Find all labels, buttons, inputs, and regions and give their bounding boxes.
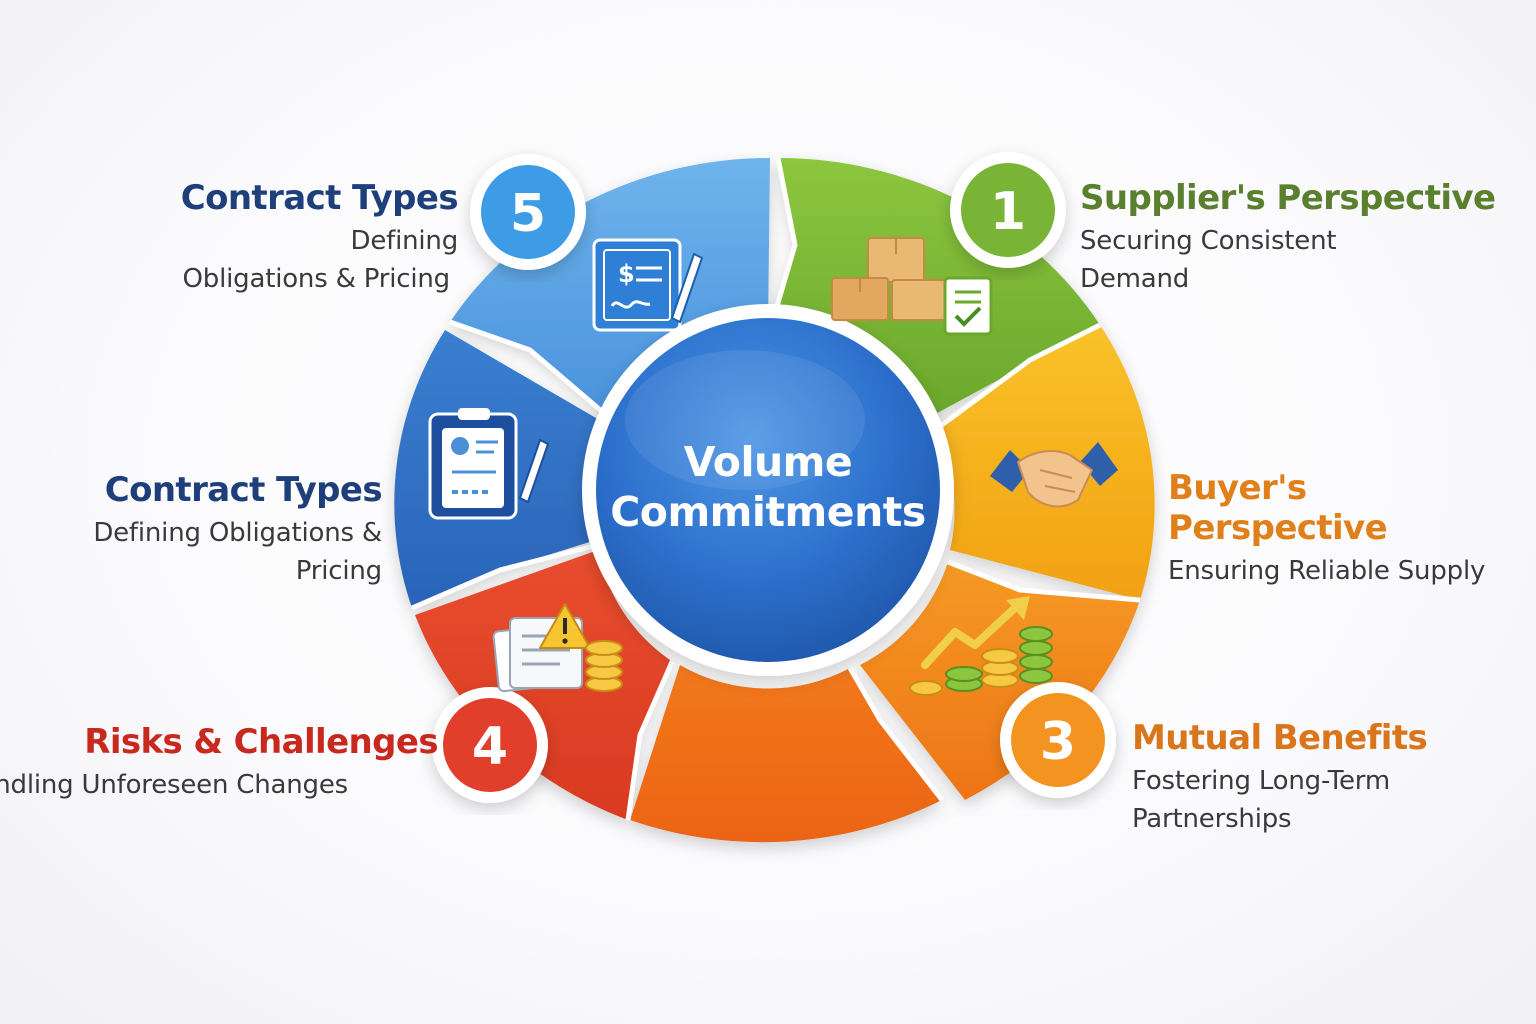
segment-dividers [411,157,1141,821]
label-suppliers-perspective-desc-2: Demand [1080,264,1190,294]
label-contract-types-top-title: Contract Types [180,178,459,218]
label-buyers-perspective-desc-1: Ensuring Reliable Supply [1168,556,1486,586]
center-title-line1: Volume [684,438,852,486]
boxes-icon [831,237,993,336]
clipboard-icon [428,408,550,520]
label-mutual-benefits: Mutual Benefits Fostering Long-Term Part… [1132,718,1536,838]
label-mutual-benefits-desc-2: Partnerships [1132,804,1292,834]
center-circle: Volume Commitments [582,304,954,676]
badge-4-number: 4 [472,717,508,777]
segment-bottom [630,665,942,843]
contract-icon: $ [592,238,704,332]
label-contract-types-top: Contract Types Defining Obligations & Pr… [0,178,459,298]
badge-1-number: 1 [990,182,1026,242]
badge-4: 4 [432,687,548,803]
label-risks-challenges-title: Risks & Challenges [84,722,438,762]
handshake-icon [990,442,1118,508]
badge-1: 1 [950,152,1066,268]
label-risks-challenges: Risks & Challenges Handling Unforeseen C… [0,722,439,804]
label-suppliers-perspective-desc-1: Securing Consistent [1080,226,1337,256]
label-contract-types-middle: Contract Types Defining Obligations & Pr… [0,470,382,590]
center-title-line2: Commitments [610,488,926,536]
growth-coins-icon [909,596,1053,696]
warning-document-icon [492,603,623,693]
label-mutual-benefits-desc-1: Fostering Long-Term [1132,766,1390,796]
label-contract-types-top-desc-2: Obligations & Pricing [182,264,451,294]
label-contract-types-top-desc-1: Defining [350,226,459,256]
label-mutual-benefits-title: Mutual Benefits [1132,718,1428,758]
badge-3: 3 [1000,682,1116,798]
label-buyers-perspective-title: Buyer's Perspective [1168,468,1388,548]
svg-text:$: $ [618,260,635,288]
label-contract-types-middle-desc-1: Defining Obligations & Pricing [93,518,382,586]
label-suppliers-perspective-title: Supplier's Perspective [1080,178,1496,218]
label-suppliers-perspective: Supplier's Perspective Securing Consiste… [1080,178,1536,298]
label-contract-types-middle-title: Contract Types [104,470,383,510]
badge-5: 5 [470,154,586,270]
label-buyers-perspective: Buyer's Perspective Ensuring Reliable Su… [1168,468,1536,590]
badge-5-number: 5 [510,184,546,244]
badge-3-number: 3 [1040,712,1076,772]
label-risks-challenges-desc-1: Handling Unforeseen Changes [0,770,348,800]
